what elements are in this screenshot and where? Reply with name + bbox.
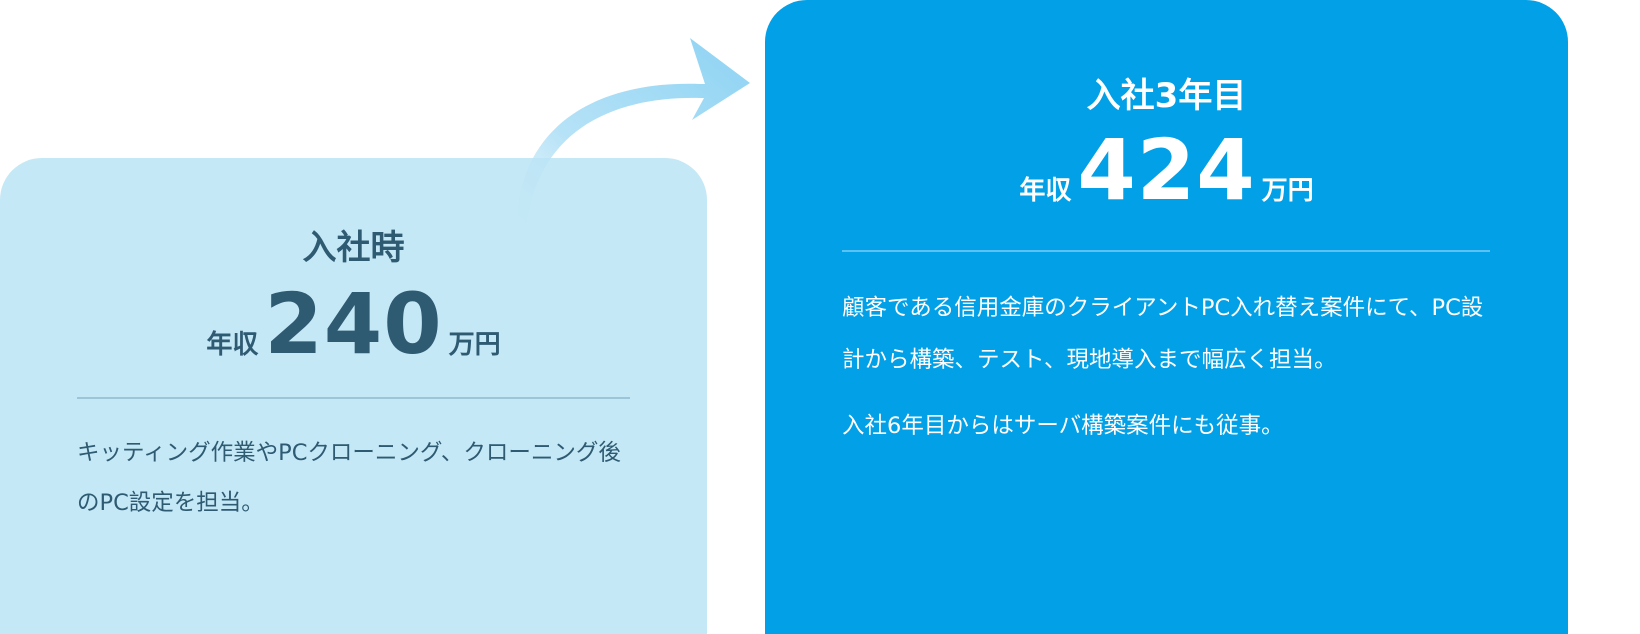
year3-title: 入社3年目 [1086, 76, 1247, 116]
start-card: 入社時 年収 240 万円 キッティング作業やPCクローニング、クローニング後の… [0, 158, 707, 634]
description-paragraph: 顧客である信用金庫のクライアントPC入れ替え案件にて、PC設計から構築、テスト、… [842, 295, 1484, 373]
start-description: キッティング作業やPCクローニング、クローニング後のPC設定を担当。 [77, 428, 637, 528]
start-salary: 年収 240 万円 [0, 275, 707, 373]
description-paragraph: キッティング作業やPCクローニング、クローニング後のPC設定を担当。 [77, 440, 621, 516]
divider [77, 397, 630, 399]
year3-description: 顧客である信用金庫のクライアントPC入れ替え案件にて、PC設計から構築、テスト、… [842, 282, 1497, 452]
salary-unit: 万円 [1261, 176, 1314, 206]
divider [842, 250, 1490, 252]
start-title: 入社時 [302, 228, 405, 268]
description-paragraph: 入社6年目からはサーバ構築案件にも従事。 [842, 413, 1284, 439]
year3-salary: 年収 424 万円 [765, 121, 1568, 219]
salary-prefix: 年収 [1019, 176, 1072, 206]
salary-value: 240 [264, 275, 443, 373]
arrow-icon [516, 38, 750, 230]
salary-prefix: 年収 [206, 330, 259, 360]
salary-unit: 万円 [448, 330, 501, 360]
year3-card: 入社3年目 年収 424 万円 顧客である信用金庫のクライアントPC入れ替え案件… [765, 0, 1568, 634]
salary-value: 424 [1077, 121, 1256, 219]
